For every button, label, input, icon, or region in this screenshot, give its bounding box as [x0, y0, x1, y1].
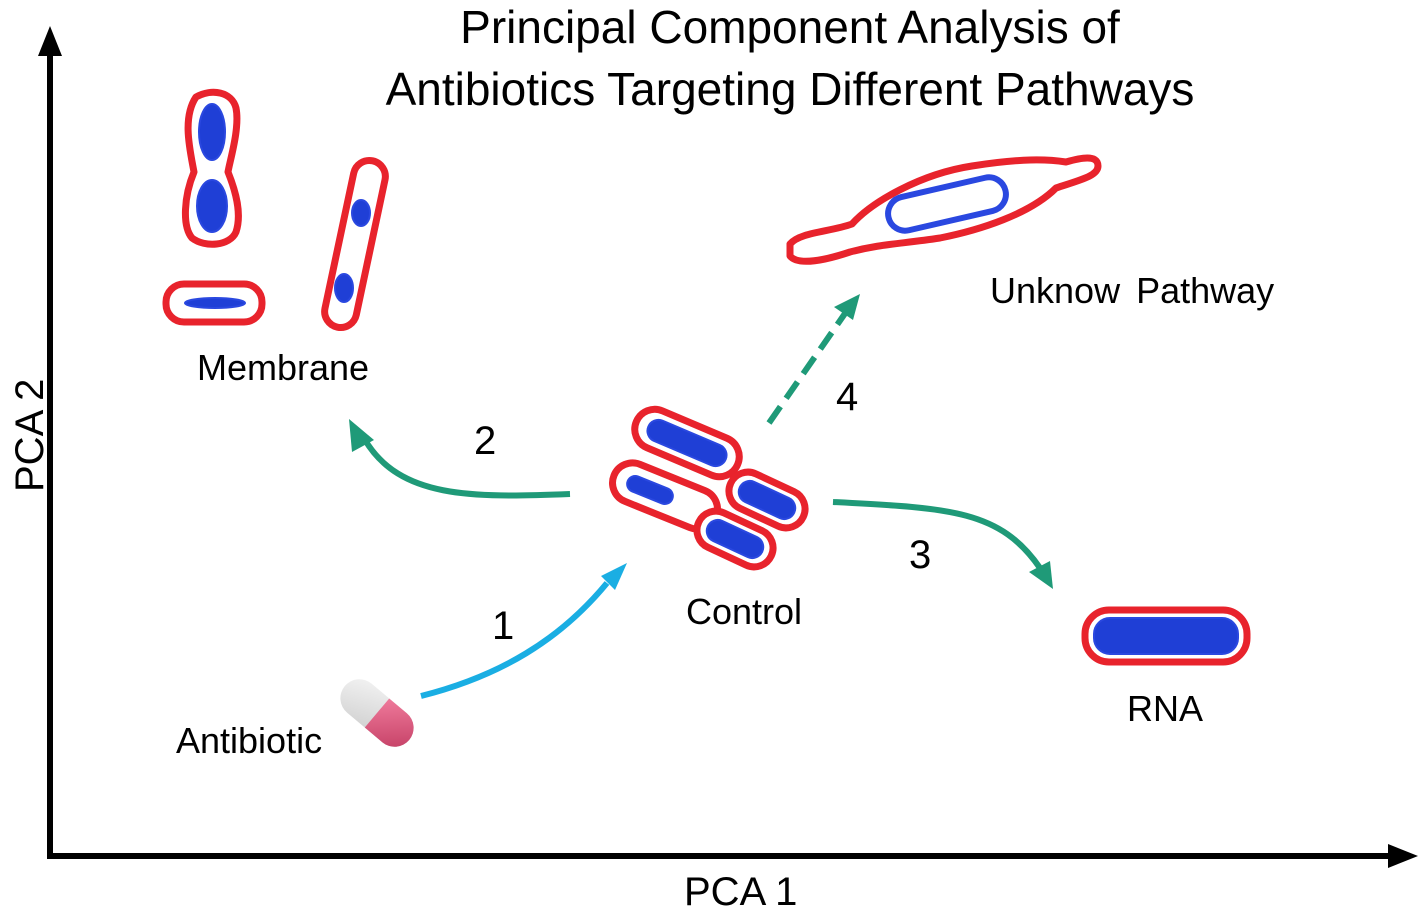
y-axis-label: PCA 2 [8, 378, 52, 492]
arrow-2 [349, 419, 571, 499]
title-line-1: Principal Component Analysis of [460, 1, 1120, 53]
step-3-label: 3 [909, 533, 932, 577]
antibiotic-pill-icon [340, 679, 414, 747]
step-2-label: 2 [474, 419, 497, 463]
control-label: Control [686, 591, 803, 632]
y-axis [38, 26, 62, 856]
arrow-4-dashed [766, 294, 860, 425]
unknown-pathway-cell [786, 154, 1102, 265]
unknown-pathway-label: Unknow Pathway [990, 270, 1275, 311]
x-axis-label: PCA 1 [684, 870, 798, 914]
control-cells [609, 405, 809, 571]
arrow-3 [832, 499, 1053, 589]
arrow-1 [420, 563, 627, 699]
rna-cell [1081, 606, 1251, 666]
membrane-label: Membrane [197, 347, 370, 388]
membrane-cells [162, 88, 389, 331]
antibiotic-label: Antibiotic [176, 720, 323, 761]
rna-label: RNA [1127, 688, 1204, 729]
title-line-2: Antibiotics Targeting Different Pathways [385, 63, 1195, 115]
x-axis [47, 844, 1418, 868]
step-4-label: 4 [836, 375, 859, 419]
step-1-label: 1 [492, 604, 515, 648]
